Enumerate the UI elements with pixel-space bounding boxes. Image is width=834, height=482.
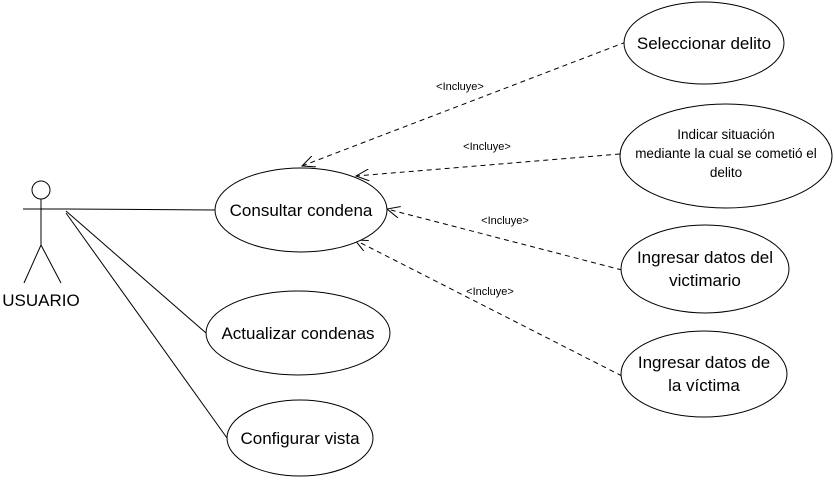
include-label-victima: <Incluye> — [466, 286, 514, 298]
actor-usuario: USUARIO — [2, 180, 80, 310]
include-victima — [355, 240, 623, 377]
include-label-seleccionar: <Incluye> — [436, 81, 484, 93]
include-victimario — [387, 209, 623, 271]
association-actualizar — [65, 210, 207, 334]
actor-head — [31, 180, 51, 200]
usecase-configurar-vista: Configurar vista — [226, 399, 374, 477]
association-configurar — [65, 212, 228, 439]
usecase-ingresar-victimario: Ingresar datos del victimario — [620, 224, 790, 314]
usecase-indicar-situacion: Indicar situación mediante la cual se co… — [619, 103, 833, 209]
usecase-indicar-line-3: delito — [710, 165, 742, 180]
usecase-consultar-condena: Consultar condena — [214, 167, 388, 253]
usecase-configurar-label: Configurar vista — [240, 429, 360, 448]
usecase-victimario-line-1: Ingresar datos del — [637, 248, 773, 267]
usecase-seleccionar-label: Seleccionar delito — [637, 34, 771, 53]
include-label-indicar: <Incluye> — [463, 141, 511, 153]
usecase-ingresar-victima: Ingresar datos de la víctima — [620, 330, 788, 418]
include-indicar — [356, 153, 621, 176]
actor-left-leg — [23, 244, 42, 284]
include-label-victimario: <Incluye> — [481, 215, 529, 227]
actor-right-leg — [40, 244, 62, 284]
usecase-indicar-line-1: Indicar situación — [677, 127, 775, 142]
association-consultar — [65, 208, 216, 211]
usecase-consultar-label: Consultar condena — [230, 201, 373, 220]
usecase-indicar-line-2: mediante la cual se cometió el — [635, 146, 817, 161]
usecase-victima-line-1: Ingresar datos de — [638, 353, 770, 372]
usecase-victima-line-2: la víctima — [668, 376, 740, 395]
usecase-victimario-line-2: victimario — [669, 271, 741, 290]
usecase-actualizar-condenas: Actualizar condenas — [205, 290, 391, 376]
usecase-actualizar-label: Actualizar condenas — [221, 324, 374, 343]
usecase-seleccionar-delito: Seleccionar delito — [623, 1, 785, 85]
actor-label: USUARIO — [2, 291, 79, 310]
include-seleccionar — [302, 41, 627, 166]
